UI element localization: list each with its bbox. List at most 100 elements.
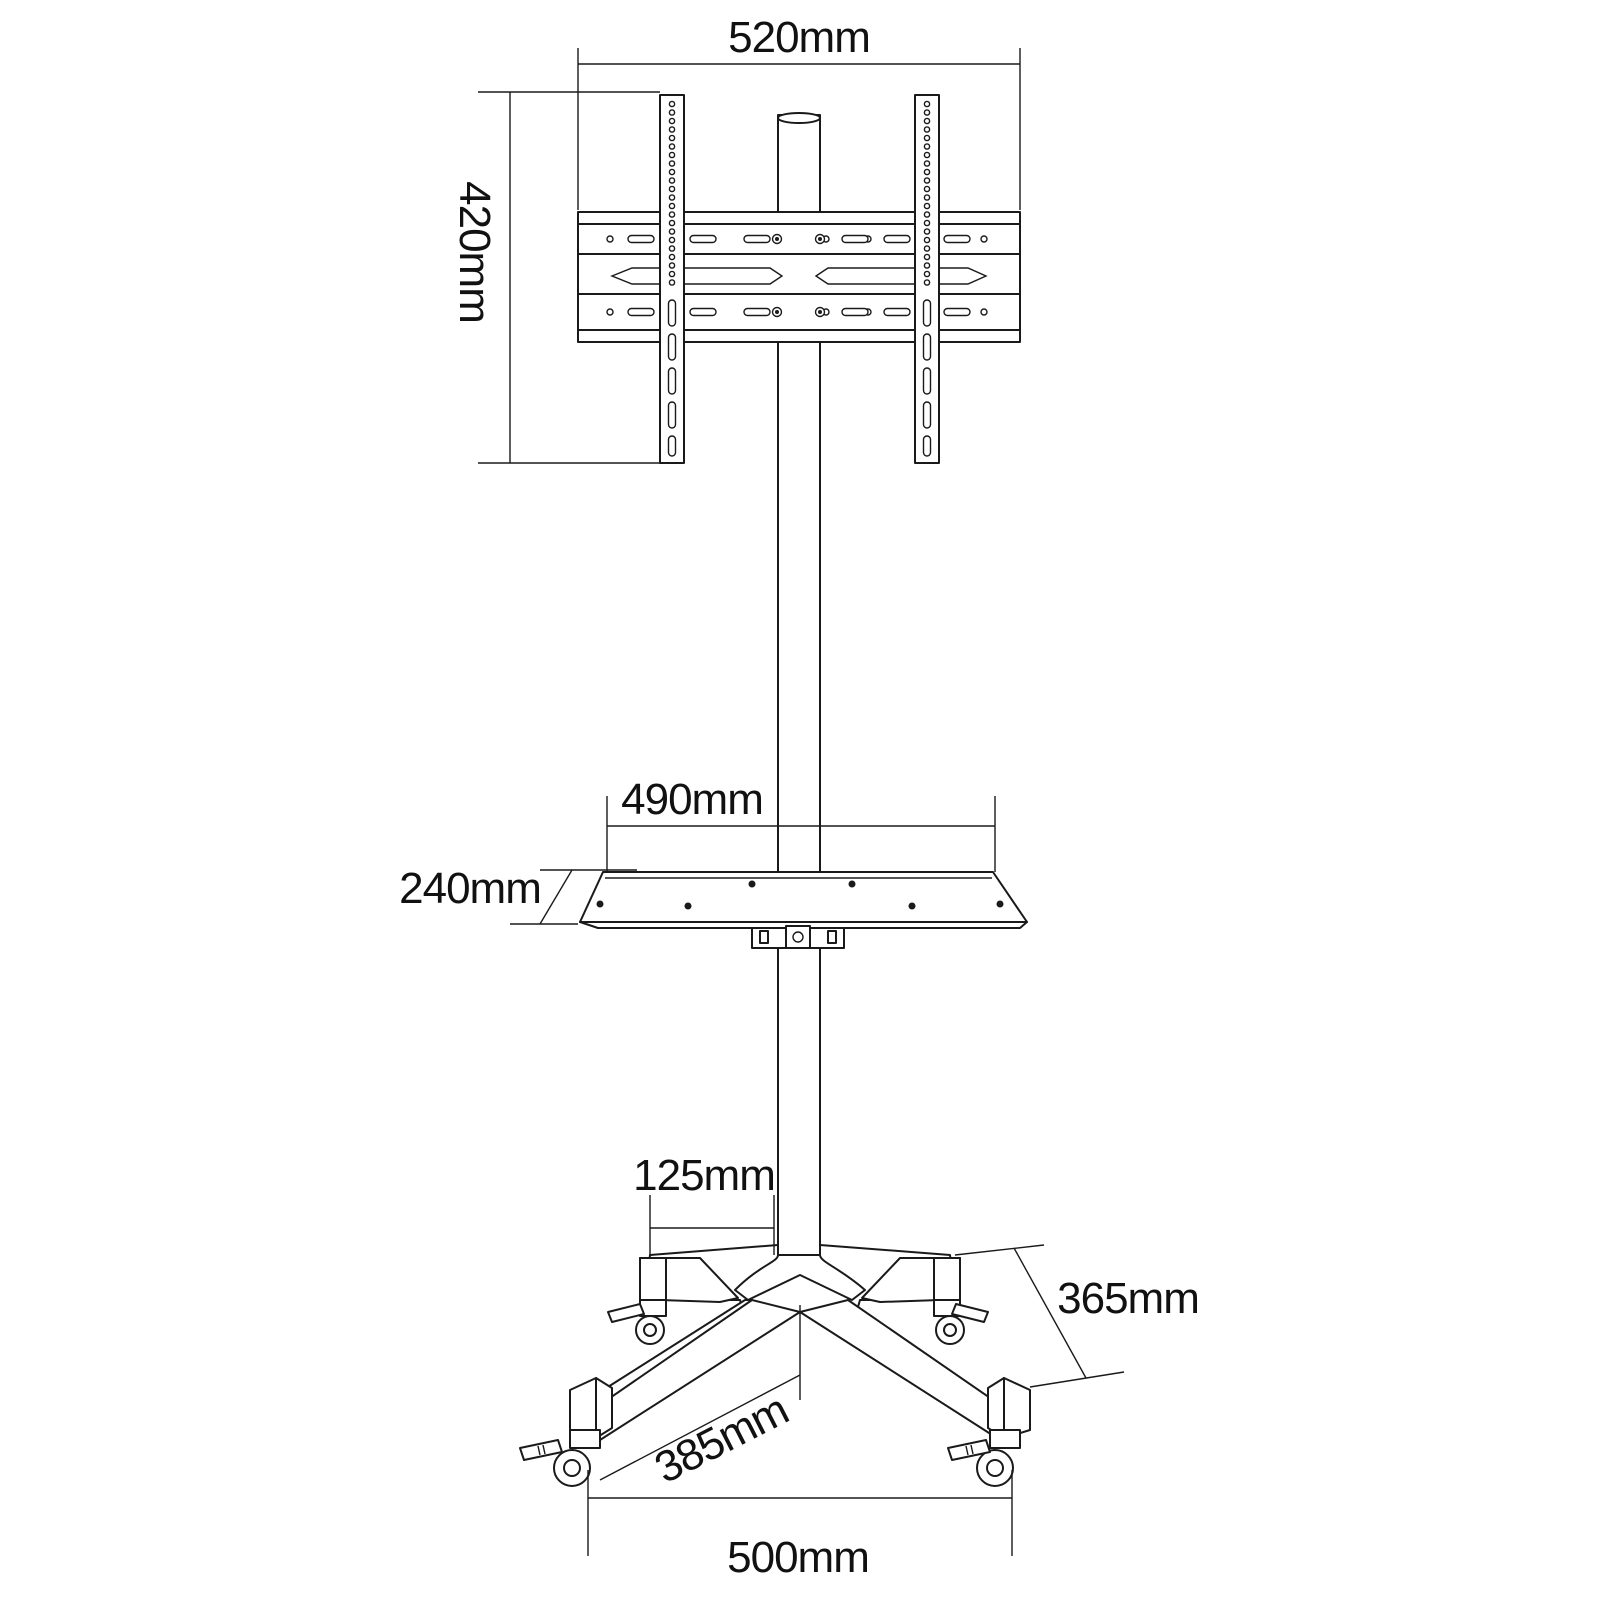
rail-slot [922,299,932,327]
label-mount-height: 420mm [450,181,499,323]
dimension-shelf-width: 490mm [606,775,996,872]
rail-hole [923,211,931,218]
dimension-base-width: 500mm [587,1470,1013,1582]
rail-hole [668,160,676,167]
rail-hole [668,168,676,176]
label-shelf-depth: 240mm [399,864,541,913]
plate-slot [743,307,771,317]
rail-hole [668,279,676,286]
rail-hole [923,279,931,286]
plate-slot [883,234,911,244]
plate-slot [943,234,971,244]
plate-slot [627,234,655,244]
label-base-width: 500mm [727,1533,869,1582]
leg-back-left [639,1257,739,1303]
caster-back-right [933,1299,989,1345]
caster-front-right [947,1429,1021,1487]
plate-slot [883,307,911,317]
rail-hole [668,219,676,227]
label-leg-spread: 365mm [1057,1274,1199,1323]
rail-hole [923,117,931,125]
rail-slot [667,333,677,361]
label-leg-length: 385mm [647,1385,796,1493]
rail-hole [668,117,676,125]
plate-hole [606,235,614,243]
rail-slot [922,401,932,429]
plate-slot [743,234,771,244]
rail-hole [923,143,931,150]
rail-slot [922,367,932,395]
rail-hole [923,134,931,142]
rail-hole [923,228,931,235]
label-shelf-width: 490mm [621,775,763,824]
rail-slot [667,401,677,429]
rail-hole [923,270,931,278]
vesa-rail-holes [667,100,932,457]
rail-hole [923,126,931,133]
rail-slot [667,367,677,395]
rail-hole [923,151,931,159]
plate-bolt-center [775,310,779,314]
rail-hole [923,194,931,201]
plate-slot [689,234,717,244]
rail-hole [923,245,931,252]
rail-slot [667,435,677,457]
leg-front-right [799,1299,1031,1441]
rail-slot [667,299,677,327]
plate-bolt-center [818,310,822,314]
rail-hole [923,262,931,269]
rail-hole [668,185,676,193]
mount-plate-holes [606,233,988,318]
rail-slot [922,333,932,361]
rail-hole [668,151,676,159]
dimension-leg-spread: 365mm [954,1244,1200,1388]
caster-front-left [519,1429,601,1487]
rail-hole [668,202,676,210]
plate-slot [689,307,717,317]
rail-hole [923,177,931,184]
label-column-to-leg: 125mm [633,1151,775,1200]
leg-front-left [569,1299,801,1441]
plate-hole [980,308,988,316]
dimension-mount-width: 520mm [577,13,1021,210]
leg-back-right [861,1257,961,1303]
plate-slot [841,234,869,244]
rail-hole [668,211,676,218]
label-mount-width: 520mm [728,13,870,62]
plate-bolt-center [775,237,779,241]
plate-slot [841,307,869,317]
rail-hole [923,109,931,116]
caster-back-left [607,1299,667,1345]
mount-plate [577,211,1021,343]
rail-hole [668,109,676,116]
rail-hole [668,143,676,150]
dimension-shelf-depth: 240mm [399,864,637,925]
rail-hole [668,253,676,261]
rail-hole [923,100,931,108]
rail-hole [668,270,676,278]
plate-bolt-center [818,237,822,241]
rail-hole [668,194,676,201]
rail-hole [923,160,931,167]
shelf [579,871,1028,929]
rail-hole [668,228,676,235]
rail-slot [922,435,932,457]
rail-hole [668,134,676,142]
rail-hole [668,100,676,108]
rail-hole [923,185,931,193]
rail-hole [668,262,676,269]
rail-hole [668,245,676,252]
plate-hole [980,235,988,243]
rail-hole [923,202,931,210]
rail-hole [923,236,931,244]
plate-hole [606,308,614,316]
dimension-mount-height: 420mm [450,91,660,464]
rail-hole [668,126,676,133]
shelf-bracket [751,925,845,949]
rail-hole [923,168,931,176]
dimension-column-to-leg: 125mm [633,1151,776,1255]
rail-hole [668,177,676,184]
rail-hole [668,236,676,244]
rail-hole [923,253,931,261]
